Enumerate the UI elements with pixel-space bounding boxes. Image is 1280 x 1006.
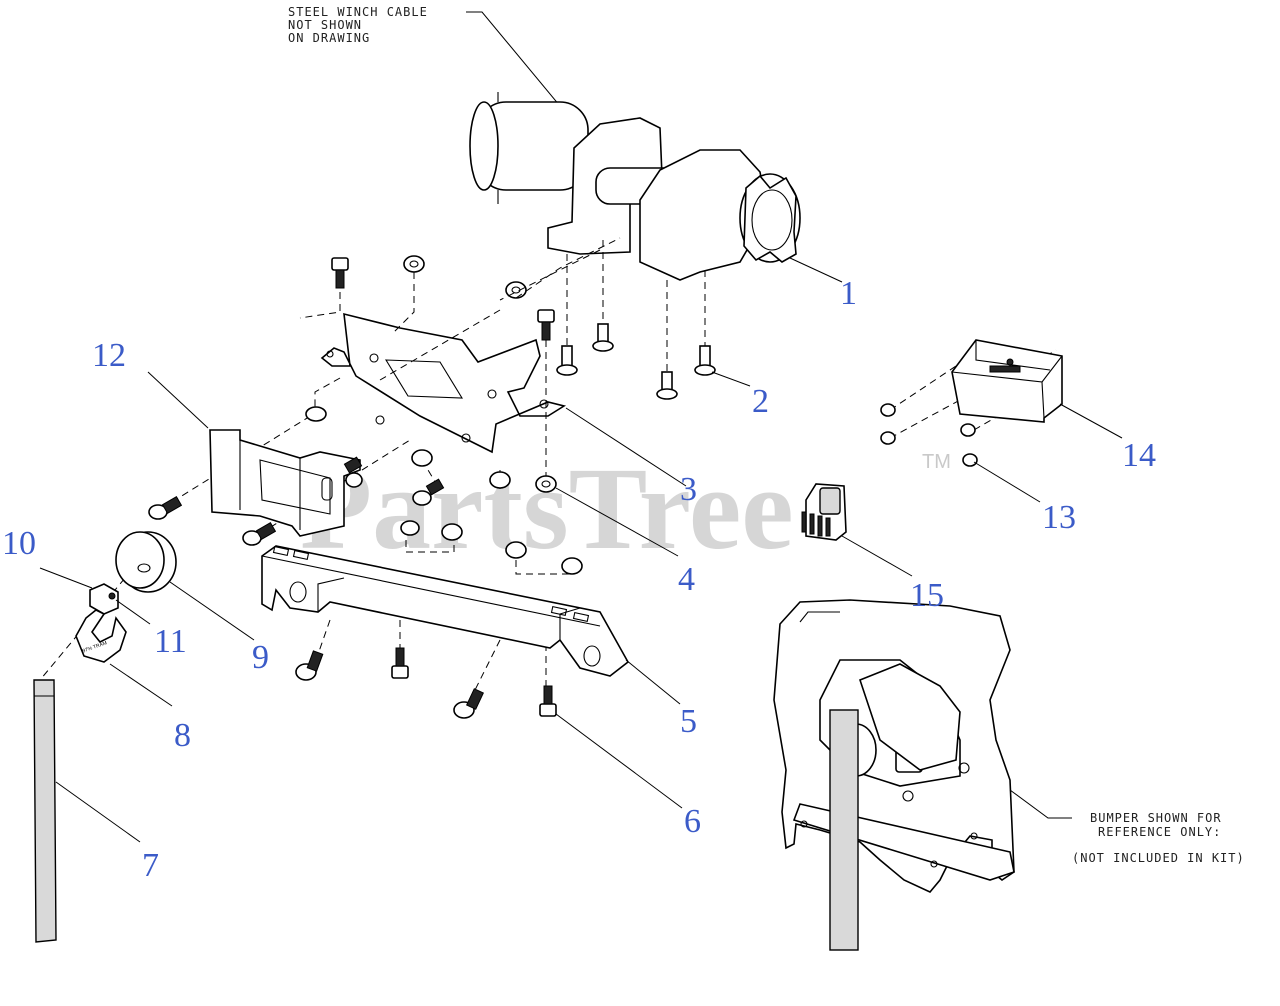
- contactor-box: [951, 339, 1063, 423]
- winch-mount-plate: [320, 312, 567, 454]
- leader-12: [147, 371, 209, 429]
- leader-10: [39, 567, 93, 589]
- watermark-tm: TM: [922, 451, 951, 473]
- bumper-note-line-2: REFERENCE ONLY:: [1098, 825, 1221, 839]
- callout-15: 15: [910, 577, 944, 614]
- leader-9: [169, 581, 255, 641]
- callout-2: 2: [752, 383, 769, 420]
- leader-5: [625, 659, 681, 705]
- cable-note-line-2: NOT SHOWN: [288, 18, 362, 32]
- leader-2: [711, 371, 751, 387]
- leader-7: [55, 781, 141, 843]
- cable-note: STEEL WINCH CABLE NOT SHOWN ON DRAWING: [288, 5, 629, 189]
- callout-11: 11: [154, 623, 187, 660]
- leader-14: [1059, 403, 1123, 439]
- cable-note-line-1: STEEL WINCH CABLE: [288, 5, 428, 19]
- hex-bolts-bottom: [295, 647, 557, 719]
- mount-screws: [556, 323, 716, 400]
- callout-13: 13: [1042, 499, 1076, 536]
- bumper-reference: [773, 599, 1015, 951]
- callout-4: 4: [678, 561, 695, 598]
- bumper-leader: [1009, 789, 1072, 819]
- clevis-hook: 97% TRAM: [75, 583, 127, 663]
- leader-4: [555, 487, 679, 557]
- flange-nuts: [305, 406, 583, 575]
- leader-13: [973, 461, 1041, 503]
- bumper-note: BUMPER SHOWN FOR REFERENCE ONLY: (NOT IN…: [1072, 811, 1245, 865]
- leader-15: [841, 535, 913, 577]
- leader-11: [115, 599, 151, 625]
- leader-6: [555, 713, 683, 809]
- callout-14: 14: [1122, 437, 1156, 474]
- callout-1: 1: [840, 275, 857, 312]
- callout-3: 3: [680, 471, 697, 508]
- callout-7: 7: [142, 847, 159, 884]
- leader-1: [789, 257, 843, 283]
- leader-8: [109, 663, 173, 707]
- cable-note-line-3: ON DRAWING: [288, 31, 370, 45]
- callout-9: 9: [252, 639, 269, 676]
- leader-3: [565, 407, 687, 487]
- callout-12: 12: [92, 337, 126, 374]
- bumper-note-line-1: BUMPER SHOWN FOR: [1090, 811, 1222, 825]
- callout-10: 10: [2, 525, 36, 562]
- callout-6: 6: [684, 803, 701, 840]
- rocker-switch: [801, 483, 847, 541]
- callout-8: 8: [174, 717, 191, 754]
- mount-base-plate: [261, 545, 630, 677]
- fairlead-bolts: [148, 456, 445, 546]
- bumper-note-line-3: (NOT INCLUDED IN KIT): [1072, 851, 1245, 865]
- watermark-text: PartsTree: [300, 443, 794, 574]
- hook-stopper: [115, 531, 177, 593]
- callout-5: 5: [680, 703, 697, 740]
- box-screws: [880, 403, 978, 467]
- pull-strap: [33, 679, 57, 943]
- winch-motor: [469, 92, 801, 281]
